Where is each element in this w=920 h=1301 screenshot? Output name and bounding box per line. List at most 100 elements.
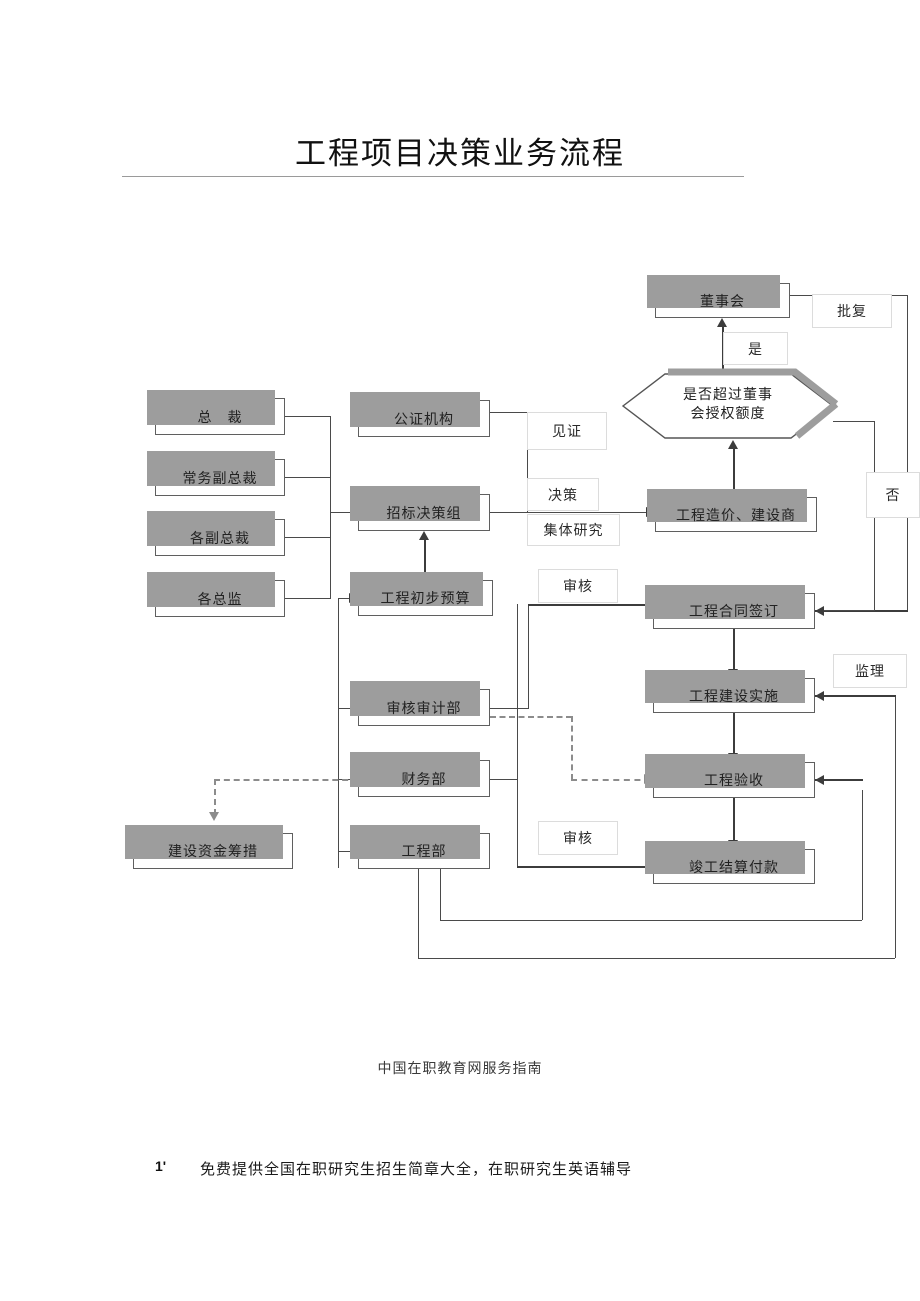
connector-finance-to-fund-dashed	[214, 779, 358, 781]
connector-bottom-loop-outer	[418, 958, 895, 959]
connector-president-out	[285, 416, 331, 417]
node-chief-directors-label: 各总监	[197, 592, 243, 608]
connector-audit-dashed-out	[490, 716, 572, 718]
title-divider	[122, 176, 744, 177]
node-final-settlement-payment-label: 竣工结算付款	[689, 860, 779, 876]
node-board-of-directors[interactable]: 董事会	[647, 275, 790, 318]
node-contract-signing[interactable]: 工程合同签订	[645, 585, 815, 629]
connector-notary-down	[527, 412, 528, 513]
node-audit-department-label: 审核审计部	[386, 701, 462, 717]
label-decision: 决策	[527, 478, 599, 511]
connector-decision-no-out	[833, 421, 875, 422]
arrow-approval-to-contract	[815, 606, 824, 616]
connector-bidgroup-to-cost	[490, 512, 655, 513]
connector-acceptance-to-settlement	[733, 798, 735, 840]
connector-bus-to-audit	[338, 708, 358, 709]
node-engineering-department[interactable]: 工程部	[350, 825, 490, 869]
label-review-top-text: 审核	[563, 580, 593, 595]
label-supervision-text: 监理	[855, 665, 885, 680]
connector-bus-to-budget	[338, 598, 358, 599]
footnote: 中国在职教育网服务指南	[377, 1062, 543, 1077]
connector-bottom-loop-inner	[440, 920, 862, 921]
label-yes-text: 是	[748, 342, 763, 358]
connector-audit-dashed-to-acceptance	[571, 779, 651, 781]
connector-construction-to-acceptance	[733, 713, 735, 753]
arrow-fund-raising	[209, 812, 219, 821]
decision-line1: 是否超过董事	[683, 388, 773, 404]
node-final-settlement-payment[interactable]: 竣工结算付款	[645, 841, 815, 884]
bottom-text: 免费提供全国在职研究生招生简章大全，在职研究生英语辅导	[200, 1162, 633, 1178]
node-finance-department-label: 财务部	[401, 772, 447, 788]
connector-exec-vp-out	[285, 477, 331, 478]
connector-directors-out	[285, 598, 331, 599]
connector-roles-to-bidgroup	[330, 512, 358, 513]
node-preliminary-budget[interactable]: 工程初步预算	[350, 572, 493, 616]
arrow-cost-to-decision	[728, 440, 738, 449]
node-cost-and-builder[interactable]: 工程造价、建设商	[647, 489, 817, 532]
node-fund-raising-label: 建设资金筹措	[168, 845, 258, 860]
connector-notary-out	[490, 412, 528, 413]
arrow-budget-to-bidgroup	[419, 531, 429, 540]
label-no-text: 否	[885, 489, 901, 504]
connector-contract-to-construction	[733, 629, 735, 669]
connector-engineering-drop-2	[440, 869, 441, 920]
node-chief-directors[interactable]: 各总监	[147, 572, 285, 617]
node-preliminary-budget-label: 工程初步预算	[380, 592, 471, 607]
connector-finance-out	[490, 779, 518, 780]
connector-bus-to-engineering	[338, 851, 358, 852]
label-no: 否	[866, 472, 920, 518]
arrow-decision-to-board	[717, 318, 727, 327]
connector-loop-to-acceptance	[815, 779, 863, 781]
connector-audit-out	[490, 708, 529, 709]
node-executive-vp[interactable]: 常务副总裁	[147, 451, 285, 496]
connector-approval-to-contract	[815, 610, 908, 612]
node-president[interactable]: 总 裁	[147, 390, 285, 435]
connector-finance-bus	[517, 604, 518, 867]
label-review-bottom-text: 审核	[563, 832, 593, 847]
node-contract-signing-label: 工程合同签订	[689, 605, 779, 620]
connector-audit-dashed-down	[571, 716, 573, 780]
node-cost-and-builder-label: 工程造价、建设商	[676, 508, 796, 524]
node-finance-department[interactable]: 财务部	[350, 752, 490, 797]
node-notary-office[interactable]: 公证机构	[350, 392, 490, 437]
label-collective-study-text: 集体研究	[543, 524, 604, 539]
connector-roles-bus	[330, 416, 331, 598]
label-yes: 是	[723, 332, 788, 365]
node-construction-implementation[interactable]: 工程建设实施	[645, 670, 815, 713]
node-construction-implementation-label: 工程建设实施	[689, 689, 779, 705]
label-witness: 见证	[527, 412, 607, 450]
decision-exceeds-board-authorization[interactable]: 是否超过董事 会授权额度	[620, 368, 839, 441]
connector-approval-bus	[907, 295, 908, 611]
connector-loop-to-construction	[815, 695, 896, 697]
node-bid-decision-group[interactable]: 招标决策组	[350, 486, 490, 531]
node-executive-vp-label: 常务副总裁	[182, 471, 258, 487]
label-approval-text: 批复	[837, 305, 867, 320]
node-project-acceptance[interactable]: 工程验收	[645, 754, 815, 798]
node-audit-department[interactable]: 审核审计部	[350, 681, 490, 726]
node-fund-raising[interactable]: 建设资金筹措	[125, 825, 293, 869]
connector-vps-out	[285, 537, 331, 538]
node-engineering-department-label: 工程部	[401, 845, 447, 860]
node-vice-presidents-label: 各副总裁	[190, 531, 250, 547]
label-collective-study: 集体研究	[527, 514, 620, 546]
label-review-top: 审核	[538, 569, 618, 603]
node-vice-presidents[interactable]: 各副总裁	[147, 511, 285, 556]
label-supervision: 监理	[833, 654, 907, 688]
decision-line2: 会授权额度	[690, 407, 766, 422]
connector-audit-up	[528, 604, 529, 709]
label-review-bottom: 审核	[538, 821, 618, 855]
connector-fund-drop-dashed	[214, 779, 216, 815]
label-decision-text: 决策	[548, 488, 578, 504]
arrow-loop-to-construction	[815, 691, 824, 701]
connector-cost-to-decision	[733, 449, 735, 497]
bottom-marker: 1'	[155, 1158, 167, 1174]
connector-budget-to-bidgroup	[424, 540, 426, 580]
node-board-of-directors-label: 董事会	[700, 294, 745, 310]
connector-departments-bus	[338, 598, 339, 868]
node-project-acceptance-label: 工程验收	[704, 774, 764, 789]
node-president-label: 总 裁	[197, 410, 243, 426]
connector-finance-to-settlement	[517, 866, 655, 868]
connector-engineering-drop-1	[418, 869, 419, 958]
arrow-loop-to-acceptance	[815, 775, 824, 785]
